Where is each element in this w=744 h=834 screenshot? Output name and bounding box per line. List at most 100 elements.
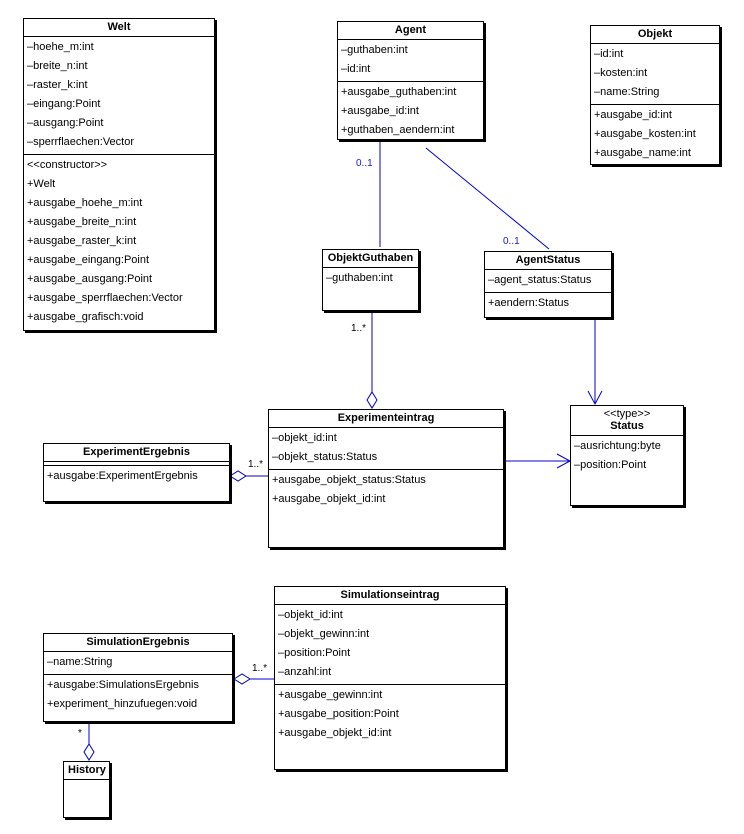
attribute-row: –id:int (341, 63, 371, 75)
attribute-compartment: –objekt_id:int–objekt_gewinn:int–positio… (275, 605, 505, 685)
attribute-row: –kosten:int (594, 67, 648, 79)
attribute-row: –sperrflaechen:Vector (27, 136, 135, 148)
attribute-compartment: –agent_status:Status (485, 270, 611, 293)
class-header: Objekt (591, 26, 719, 44)
attribute-row: –eingang:Point (27, 98, 101, 110)
attribute-row: –objekt_id:int (272, 432, 337, 444)
attribute-compartment: –objekt_id:int –objekt_status:Status (269, 428, 503, 470)
attribute-row: –raster_k:int (27, 79, 88, 91)
attribute-row: –agent_status:Status (488, 274, 592, 286)
attribute-row: –id:int (594, 48, 624, 60)
class-stereotype: <<type>> (603, 408, 651, 420)
class-history: History (63, 761, 110, 818)
association-agent-agentstatus (425, 147, 550, 250)
operation-row: +ausgabe_sperrflaechen:Vector (27, 292, 183, 304)
class-header: <<type>>Status (571, 406, 683, 436)
operation-row: +experiment_hinzufuegen:void (47, 698, 198, 710)
operation-compartment: +ausgabe_gewinn:int+ausgabe_position:Poi… (275, 685, 505, 745)
attribute-row: –position:Point (278, 647, 351, 659)
class-objekt: Objekt–id:int–kosten:int–name:String+aus… (590, 25, 720, 165)
class-header: Simulationseintrag (275, 587, 505, 605)
operation-compartment: +ausgabe_guthaben:int +ausgabe_id:int +gut… (338, 82, 483, 142)
operation-compartment: +ausgabe:SimulationsErgebnis +experiment_… (44, 675, 232, 716)
operation-row: +ausgabe_objekt_id:int (278, 727, 392, 739)
operation-row: +ausgabe_gewinn:int (278, 689, 383, 701)
operation-row: +ausgabe_objekt_id:int (272, 493, 386, 505)
class-header: Experimenteintrag (269, 410, 503, 428)
class-header: ExperimentErgebnis (44, 444, 229, 462)
multiplicity-simulationergebnis-simulationseintrag: 1..* (252, 663, 268, 674)
operation-row: +ausgabe_breite_n:int (27, 216, 137, 228)
operation-compartment: <<constructor>> +Welt +ausgabe_hoehe_m:int… (24, 155, 214, 329)
class-name: ExperimentErgebnis (83, 446, 190, 458)
attribute-row: –name:String (47, 656, 113, 668)
attribute-row: –ausgang:Point (27, 117, 104, 129)
operation-row: +ausgabe_name:int (594, 147, 691, 159)
attribute-row: –anzahl:int (278, 666, 332, 678)
class-name: Welt (107, 21, 131, 33)
operation-row: +ausgabe_id:int (594, 109, 672, 121)
operation-row: +ausgabe_eingang:Point (27, 254, 150, 266)
attribute-compartment: –guthaben:int (323, 268, 418, 290)
attribute-row: –objekt_status:Status (272, 451, 378, 463)
class-header: Agent (338, 22, 483, 40)
class-simulationergebnis: SimulationErgebnis –name:String +ausgabe:S… (43, 633, 233, 722)
aggregation-diamond-simulationergebnis (233, 673, 251, 685)
aggregation-diamond-experimenteintrag (366, 391, 378, 409)
class-objektguthaben: ObjektGuthaben –guthaben:int (322, 249, 419, 311)
multiplicity-agent-objektguthaben: 0..1 (356, 158, 373, 169)
attribute-compartment (44, 462, 229, 466)
attribute-compartment: –hoehe_m:int –breite_n:int –raster_k:int –e… (24, 37, 214, 155)
operation-row: +aendern:Status (488, 297, 570, 309)
class-header: SimulationErgebnis (44, 634, 232, 652)
class-welt: Welt –hoehe_m:int –breite_n:int –raster_k:i… (23, 18, 215, 331)
operation-row: +ausgabe_id:int (341, 105, 419, 117)
class-name: Experimenteintrag (337, 412, 435, 424)
attribute-row: –guthaben:int (341, 44, 408, 56)
attribute-row: –ausrichtung:byte (574, 440, 661, 452)
attribute-row: –breite_n:int (27, 60, 88, 72)
class-name: AgentStatus (515, 254, 581, 266)
class-name: SimulationErgebnis (86, 636, 190, 648)
operation-compartment: +ausgabe_id:int+ausgabe_kosten:int+ausga… (591, 105, 719, 165)
multiplicity-objektguthaben-experimenteintrag: 1..* (351, 323, 367, 334)
operation-row: +guthaben_aendern:int (341, 124, 455, 136)
operation-row: +ausgabe:ExperimentErgebnis (47, 470, 198, 482)
operation-row: +ausgabe_hoehe_m:int (27, 197, 143, 209)
empty-compartment (64, 780, 109, 799)
class-agentstatus: AgentStatus –agent_status:Status +aendern:… (484, 251, 612, 318)
operation-row: +ausgabe:SimulationsErgebnis (47, 679, 199, 691)
operation-compartment: +ausgabe:ExperimentErgebnis (44, 466, 229, 488)
class-agent: Agent –guthaben:int –id:int +ausgabe_guthab… (337, 21, 484, 140)
attribute-compartment: –name:String (44, 652, 232, 675)
operation-row: +ausgabe_objekt_status:Status (272, 474, 426, 486)
operation-row: +ausgabe_grafisch:void (27, 311, 144, 323)
class-name: History (68, 764, 106, 776)
class-name: ObjektGuthaben (327, 252, 414, 264)
operation-row: +Welt (27, 178, 56, 190)
operation-row: +ausgabe_guthaben:int (341, 86, 457, 98)
attribute-row: –hoehe_m:int (27, 41, 94, 53)
attribute-row: –objekt_id:int (278, 609, 343, 621)
aggregation-diamond-history (83, 743, 95, 761)
class-header: Welt (24, 19, 214, 37)
operation-compartment: +aendern:Status (485, 293, 611, 315)
multiplicity-agent-agentstatus: 0..1 (503, 236, 520, 247)
class-header: ObjektGuthaben (323, 250, 418, 268)
operation-row: +ausgabe_raster_k:int (27, 235, 137, 247)
multiplicity-experimentergebnis-experimenteintrag: 1..* (248, 459, 264, 470)
attribute-row: –guthaben:int (326, 272, 393, 284)
class-status: <<type>>Status–ausrichtung:byte–position… (570, 405, 684, 506)
class-header: AgentStatus (485, 252, 611, 270)
attribute-compartment: –guthaben:int –id:int (338, 40, 483, 82)
class-experimentergebnis: ExperimentErgebnis +ausgabe:ExperimentErg… (43, 443, 230, 502)
class-experimenteintrag: Experimenteintrag–objekt_id:int –objekt_s… (268, 409, 504, 548)
multiplicity-simulationergebnis-history: * (78, 728, 82, 739)
operation-row: <<constructor>> (27, 159, 108, 171)
class-name: Simulationseintrag (340, 589, 440, 601)
arrowhead-status-top (587, 390, 603, 406)
class-header: History (64, 762, 109, 780)
operation-compartment: +ausgabe_objekt_status:Status +ausgabe_ob… (269, 470, 503, 511)
class-name: Objekt (637, 28, 673, 40)
